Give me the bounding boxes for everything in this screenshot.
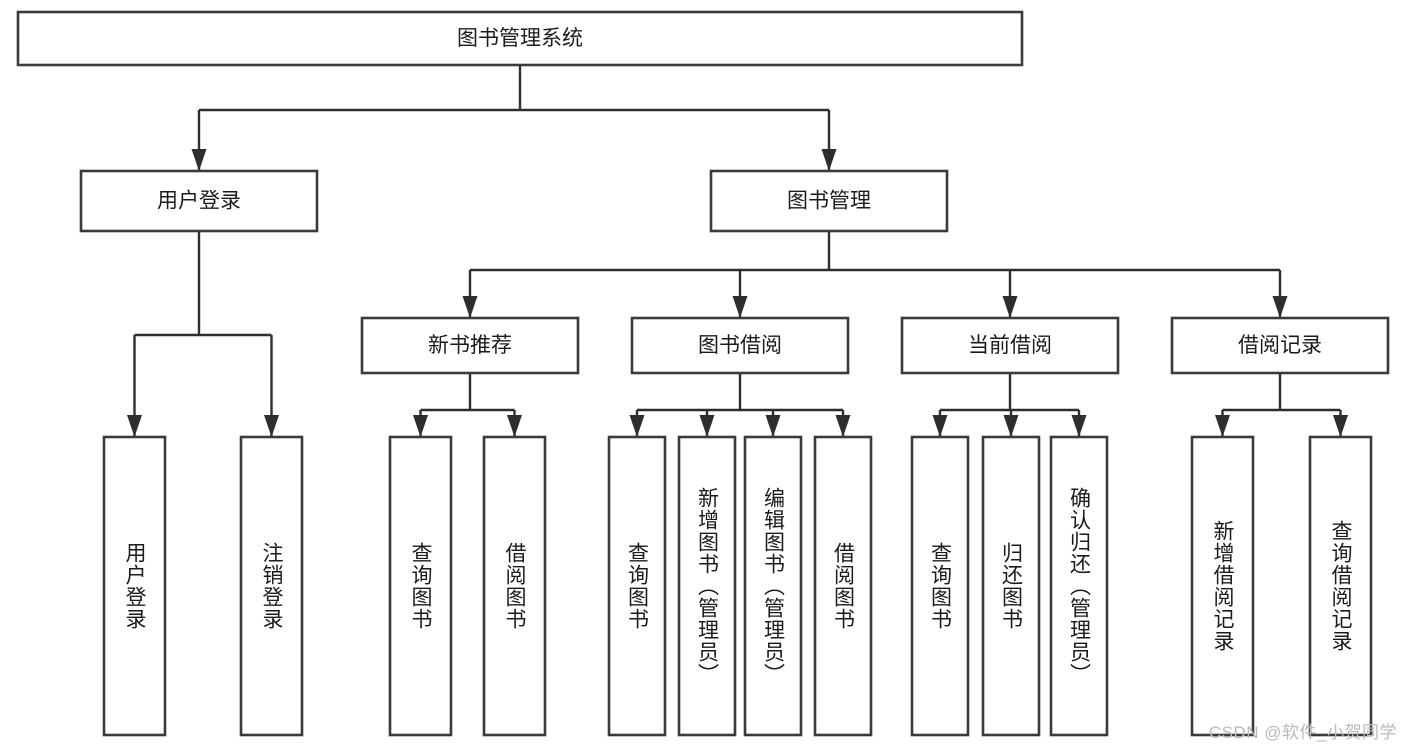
node-box [900,316,1120,375]
node-label: 编辑图书（管理员） [762,487,786,685]
arrow-head-icon [1272,296,1288,318]
node-br-query-record[interactable]: 查询借阅记录 [1308,435,1373,737]
node-box [360,316,580,375]
node-label: 归还图书 [1000,542,1024,630]
arrow-head-icon [732,296,748,318]
node-box [813,435,873,737]
node-label: 借阅记录 [1238,334,1322,357]
node-new-book-recommend[interactable]: 新书推荐 [360,316,580,375]
arrow-head-icon [462,296,478,318]
node-layer: 图书管理系统用户登录用户登录注销登录图书管理新书推荐查询图书借阅图书图书借阅查询… [16,10,1390,737]
arrow-head-icon [413,415,428,437]
node-label: 当前借阅 [968,334,1052,357]
node-user-logout[interactable]: 注销登录 [239,435,304,737]
node-box [630,316,850,375]
node-current-borrow[interactable]: 当前借阅 [900,316,1120,375]
node-cb-return-book[interactable]: 归还图书 [981,435,1041,737]
node-label: 图书管理 [787,190,871,213]
arrow-head-icon [264,415,279,437]
node-book-manage[interactable]: 图书管理 [709,169,949,233]
node-label: 查询借阅记录 [1329,520,1353,652]
node-label: 查询图书 [409,542,433,630]
node-box [388,435,453,737]
node-nbr-borrow-book[interactable]: 借阅图书 [482,435,547,737]
node-bb-edit-book[interactable]: 编辑图书（管理员） [743,435,803,737]
node-br-add-record[interactable]: 新增借阅记录 [1190,435,1255,737]
node-book-borrow[interactable]: 图书借阅 [630,316,850,375]
node-box [677,435,737,737]
node-box [1190,435,1255,737]
node-label: 用户登录 [157,190,241,213]
node-box [482,435,547,737]
arrow-head-icon [1333,415,1348,437]
node-cb-query-book[interactable]: 查询图书 [910,435,970,737]
node-cb-confirm-return[interactable]: 确认归还（管理员） [1049,435,1109,737]
node-box [743,435,803,737]
node-box [79,169,319,233]
node-label: 新书推荐 [428,334,512,357]
arrow-head-icon [1002,296,1018,318]
arrow-head-icon [1003,415,1019,437]
arrow-head-icon [765,415,781,437]
arrow-head-icon [1215,415,1230,437]
node-box [1308,435,1373,737]
node-label: 借阅图书 [832,542,856,630]
node-box [16,10,1024,67]
node-label: 图书借阅 [698,334,782,357]
node-box [709,169,949,233]
node-borrow-records[interactable]: 借阅记录 [1170,316,1390,375]
arrow-head-icon [835,415,851,437]
node-label: 图书管理系统 [457,27,583,50]
node-box [1170,316,1390,375]
arrow-head-icon [821,149,837,171]
node-label: 查询图书 [626,542,650,630]
node-bb-add-book[interactable]: 新增图书（管理员） [677,435,737,737]
node-box [981,435,1041,737]
node-label: 新增借阅记录 [1211,520,1235,652]
node-box [607,435,667,737]
arrow-head-icon [191,149,207,171]
arrow-head-icon [932,415,948,437]
node-label: 借阅图书 [503,542,527,630]
node-box [239,435,304,737]
watermark-label: CSDN @软件_小贺同学 [1208,723,1397,742]
node-box [102,435,167,737]
arrow-head-icon [1071,415,1087,437]
node-user-login[interactable]: 用户登录 [79,169,319,233]
node-label: 确认归还（管理员） [1068,487,1092,685]
node-box [1049,435,1109,737]
arrow-head-icon [507,415,522,437]
arrow-head-icon [629,415,645,437]
arrow-head-icon [127,415,142,437]
node-label: 用户登录 [123,542,147,630]
node-root[interactable]: 图书管理系统 [16,10,1024,67]
node-label: 查询图书 [929,542,953,630]
connector-layer [127,65,1348,437]
node-user-login-do[interactable]: 用户登录 [102,435,167,737]
node-nbr-query-book[interactable]: 查询图书 [388,435,453,737]
node-bb-query-book[interactable]: 查询图书 [607,435,667,737]
node-box [910,435,970,737]
arrow-head-icon [699,415,715,437]
node-label: 注销登录 [260,542,284,630]
node-label: 新增图书（管理员） [696,487,720,685]
node-bb-borrow-book[interactable]: 借阅图书 [813,435,873,737]
